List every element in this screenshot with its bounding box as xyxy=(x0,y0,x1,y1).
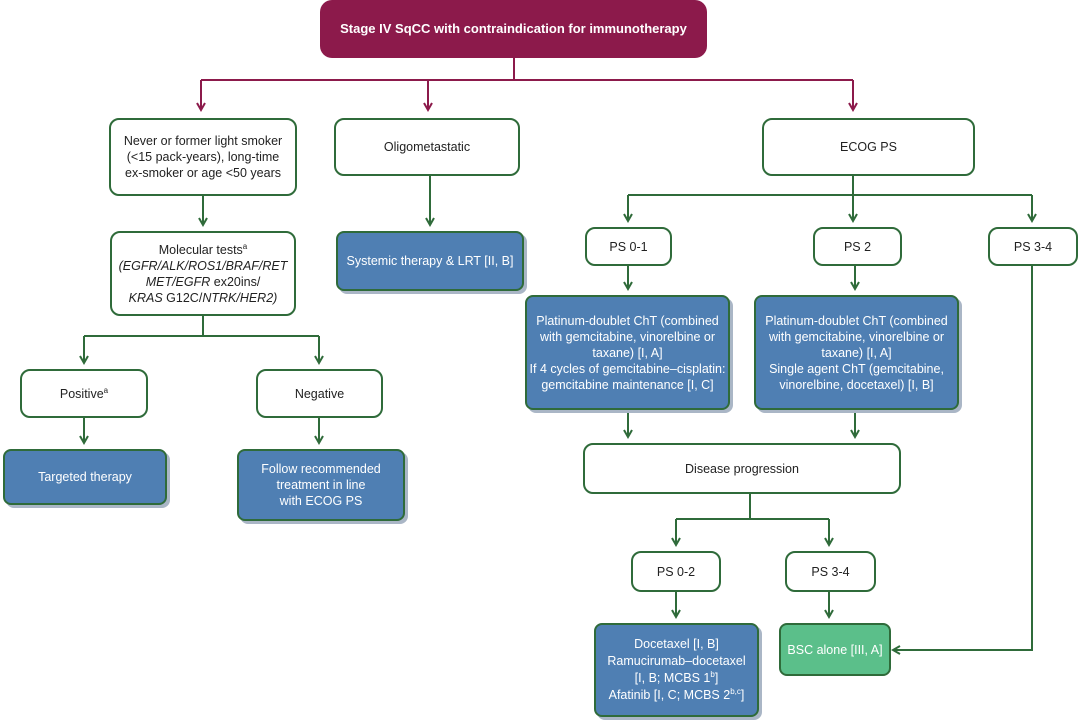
chemo-ps01-line-1: Platinum-doublet ChT (combined xyxy=(536,313,719,328)
second-line-2: Ramucirumab–docetaxel xyxy=(607,654,746,668)
molecular-line-3-mid: G12C/ xyxy=(162,290,203,305)
molecular-heading: Molecular tests xyxy=(158,242,243,257)
smoker-line-3: ex-smoker or age <50 years xyxy=(125,166,281,180)
ps-0-2-label: PS 0-2 xyxy=(656,564,696,579)
top-title: Stage IV SqCC with contraindication for … xyxy=(340,21,687,36)
oligometastatic-label: Oligometastatic xyxy=(383,140,471,154)
top-branch-arrows xyxy=(201,58,853,110)
systemic-therapy-lrt-label: Systemic therapy & LRT [II, B] xyxy=(346,254,514,268)
molecular-line-3-italic: KRAS xyxy=(128,290,163,305)
top-title-box: Stage IV SqCC with contraindication for … xyxy=(320,0,707,58)
molecular-line-2-italic: MET/EGFR xyxy=(145,274,211,289)
targeted-therapy-label: Targeted therapy xyxy=(38,470,132,484)
bsc-alone-label: BSC alone [III, A] xyxy=(787,642,883,657)
chemo-ps01-line-5: gemcitabine maintenance [I, C] xyxy=(541,377,714,392)
flow-arrows xyxy=(84,176,1032,650)
ecog-ps-box: ECOG PS xyxy=(762,118,975,176)
systemic-therapy-lrt-box: Systemic therapy & LRT [II, B] xyxy=(336,231,524,291)
ecog-ps-label: ECOG PS xyxy=(840,140,897,154)
second-line-4-sup: b,c xyxy=(730,686,741,696)
second-line-3-text: [I, B; MCBS 1 xyxy=(634,671,711,685)
bsc-alone-box: BSC alone [III, A] xyxy=(779,623,891,676)
second-line-4-end: ] xyxy=(740,688,745,702)
ps-3-4-top-label: PS 3-4 xyxy=(1013,239,1053,254)
molecular-heading-line: Molecular testsa xyxy=(159,242,248,258)
ps-2-label: PS 2 xyxy=(843,239,872,254)
molecular-line-3-end: NTRK/HER2) xyxy=(202,290,278,305)
chemo-ps2-line-4: Single agent ChT (gemcitabine, xyxy=(769,361,944,376)
second-line-3-sup: b xyxy=(710,669,715,679)
smoker-line-2: (<15 pack-years), long-time xyxy=(126,150,280,164)
disease-progression-box: Disease progression xyxy=(583,443,901,494)
positive-line: Positivea xyxy=(60,386,108,402)
chemo-ps2-line-3: taxane) [I, A] xyxy=(821,345,892,360)
ps-0-1-box: PS 0-1 xyxy=(585,227,672,266)
follow-recommended-box: Follow recommended treatment in line wit… xyxy=(237,449,405,521)
smoker-criteria-box: Never or former light smoker (<15 pack-y… xyxy=(109,118,297,196)
ps-0-1-label: PS 0-1 xyxy=(609,239,648,254)
chemo-ps01-line-2: with gemcitabine, vinorelbine or xyxy=(539,329,716,344)
positive-label: Positive xyxy=(59,386,104,401)
second-line-3: [I, B; MCBS 1b] xyxy=(635,670,719,687)
smoker-line-1: Never or former light smoker xyxy=(123,134,283,148)
molecular-line-2-rest: ex20ins/ xyxy=(210,274,261,289)
molecular-line-1: (EGFR/ALK/ROS1/BRAF/RET xyxy=(118,258,288,273)
chemo-ps01-line-3: taxane) [I, A] xyxy=(592,345,663,360)
negative-label: Negative xyxy=(294,386,345,401)
ps-3-4-top-box: PS 3-4 xyxy=(988,227,1078,266)
second-line-4-text: Afatinib [I, C; MCBS 2 xyxy=(608,688,731,702)
chemo-ps01-line-4: If 4 cycles of gemcitabine–cisplatin: xyxy=(529,361,726,376)
follow-line-3: with ECOG PS xyxy=(279,494,363,508)
disease-progression-label: Disease progression xyxy=(685,461,799,476)
ps-0-2-box: PS 0-2 xyxy=(631,551,721,592)
targeted-therapy-box: Targeted therapy xyxy=(3,449,167,505)
ps-3-4-bottom-box: PS 3-4 xyxy=(785,551,876,592)
second-line-3-end: ] xyxy=(714,671,719,685)
molecular-line-3: KRAS G12C/NTRK/HER2) xyxy=(129,290,278,306)
chemo-ps2-line-5: vinorelbine, docetaxel) [I, B] xyxy=(779,377,934,392)
second-line-1: Docetaxel [I, B] xyxy=(634,637,719,651)
positive-box: Positivea xyxy=(20,369,148,418)
follow-line-2: treatment in line xyxy=(276,478,366,492)
second-line-4: Afatinib [I, C; MCBS 2b,c] xyxy=(609,687,745,704)
chemo-ps2-line-1: Platinum-doublet ChT (combined xyxy=(765,313,948,328)
ps-3-4-bottom-label: PS 3-4 xyxy=(811,564,850,579)
negative-box: Negative xyxy=(256,369,383,418)
ps-2-box: PS 2 xyxy=(813,227,902,266)
molecular-tests-box: Molecular testsa (EGFR/ALK/ROS1/BRAF/RET… xyxy=(110,231,296,316)
positive-sup: a xyxy=(103,385,109,395)
molecular-line-2: MET/EGFR ex20ins/ xyxy=(146,274,261,290)
oligometastatic-box: Oligometastatic xyxy=(334,118,520,176)
follow-line-1: Follow recommended xyxy=(261,462,381,476)
chemo-ps-2-box: Platinum-doublet ChT (combined with gemc… xyxy=(754,295,959,410)
chemo-ps-0-1-box: Platinum-doublet ChT (combined with gemc… xyxy=(525,295,730,410)
molecular-heading-sup: a xyxy=(242,241,248,251)
second-line-therapy-box: Docetaxel [I, B] Ramucirumab–docetaxel [… xyxy=(594,623,759,717)
chemo-ps2-line-2: with gemcitabine, vinorelbine or xyxy=(768,329,945,344)
